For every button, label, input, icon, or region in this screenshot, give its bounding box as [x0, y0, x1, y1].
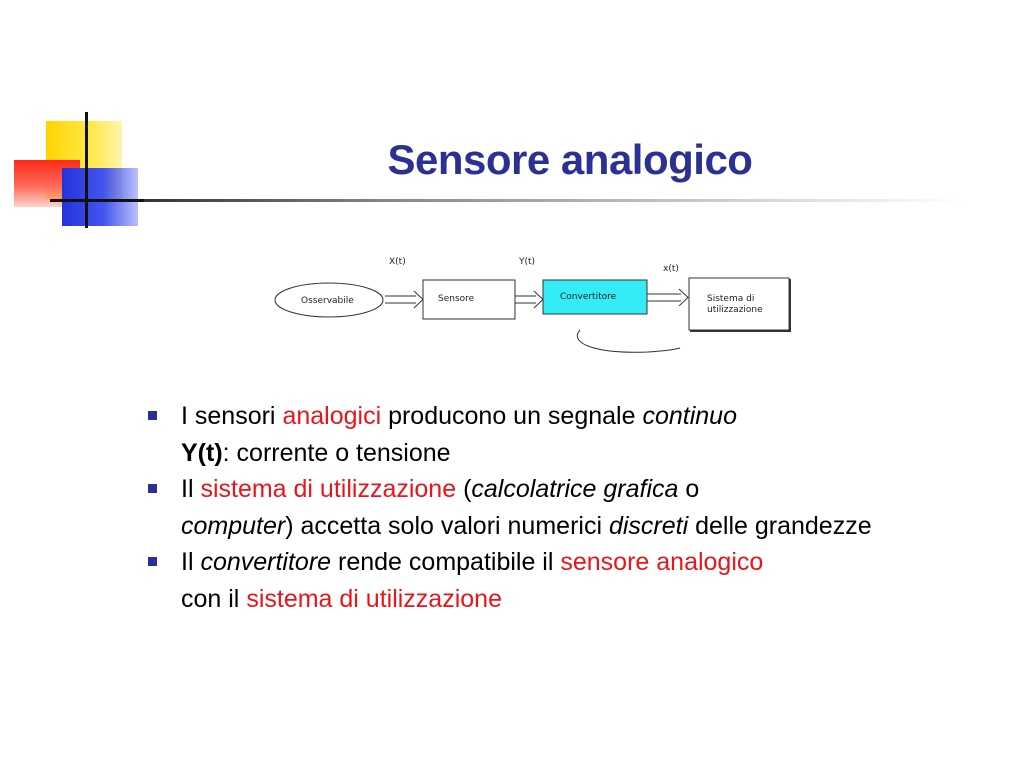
highlight-text: sensore analogico — [560, 548, 764, 576]
signal-x-label: X(t) — [389, 257, 406, 267]
bullet-item: Il convertitore rende compatibile il sen… — [148, 544, 988, 617]
observable-label: Osservabile — [301, 296, 354, 306]
converter-label: Convertitore — [560, 292, 617, 302]
sensor-node — [422, 279, 516, 320]
vertical-rule — [85, 112, 88, 228]
square-bullet-icon — [148, 557, 157, 566]
highlight-text: analogici — [282, 402, 382, 430]
emphasis-text: computer — [181, 511, 286, 540]
square-bullet-icon — [148, 484, 157, 493]
arrow-sensor-to-converter — [515, 290, 544, 309]
block-diagram: Osservabile X(t) Sensore Y(t) Convertito… — [274, 257, 791, 353]
bullet-item: Il sistema di utilizzazione (calcolatric… — [148, 471, 988, 544]
bold-text: Y(t) — [181, 438, 223, 467]
blue-square-shape — [62, 168, 138, 226]
signal-y-label: Y(t) — [518, 257, 535, 267]
slide-title: Sensore analogico — [387, 136, 753, 183]
emphasis-text: discreti — [608, 511, 689, 540]
emphasis-text: convertitore — [200, 548, 332, 576]
system-node — [688, 277, 790, 331]
bullet-item: I sensori analogici producono un segnale… — [148, 398, 988, 471]
highlight-text: sistema di utilizzazione — [200, 475, 457, 503]
converter-node — [542, 279, 648, 315]
feedback-curve — [576, 329, 681, 353]
arrow-converter-to-system — [647, 288, 689, 307]
system-label-line2: utilizzazione — [707, 305, 763, 315]
title-underline-rule — [144, 199, 964, 202]
observable-node — [274, 282, 384, 318]
sensor-label: Sensore — [438, 294, 475, 304]
emphasis-text: continuo — [642, 402, 737, 430]
system-label-line1: Sistema di — [707, 294, 754, 304]
arrow-observable-to-sensor — [385, 290, 424, 309]
slide-logo-decoration — [0, 0, 160, 240]
emphasis-text: calcolatrice grafica — [471, 475, 679, 503]
bullet-list: I sensori analogici producono un segnale… — [148, 398, 988, 617]
horizontal-rule — [50, 199, 144, 202]
highlight-text: sistema di utilizzazione — [246, 584, 502, 613]
signal-x-digital-label: x(t) — [663, 264, 679, 274]
square-bullet-icon — [148, 411, 157, 420]
